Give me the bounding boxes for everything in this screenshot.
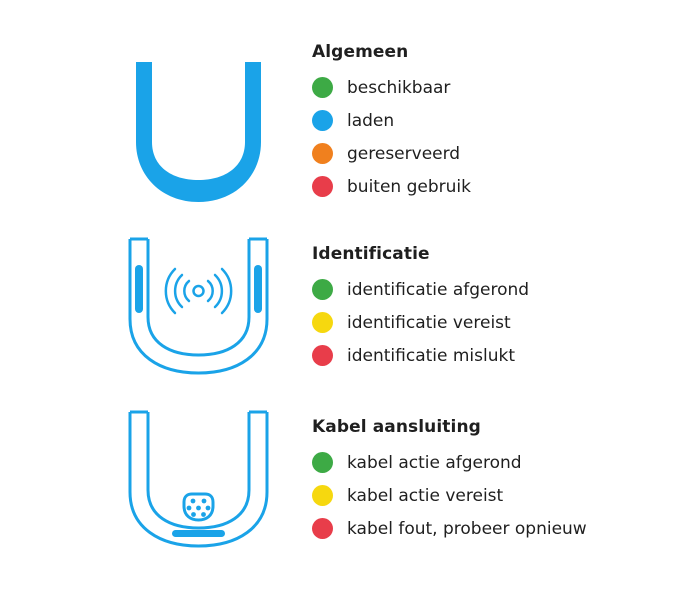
status-dot-red [312, 345, 333, 366]
legend-item-identification-complete: identificatie afgerond [312, 273, 672, 306]
u-outline-inner [146, 239, 251, 357]
status-dot-blue [312, 110, 333, 131]
legend-item-cable-complete: kabel actie afgerond [312, 446, 672, 479]
right-light-bar [254, 265, 262, 313]
legend-label: kabel actie vereist [347, 485, 504, 506]
solid-u-icon-graphic [136, 62, 261, 202]
legend-section-cable: Kabel aansluiting kabel actie afgerond k… [312, 416, 672, 545]
cable-light-bar [172, 530, 225, 537]
legend-label: laden [347, 110, 395, 131]
legend-item-charging: laden [312, 104, 672, 137]
legend-item-identification-required: identificatie vereist [312, 306, 672, 339]
u-outline-inner [146, 412, 251, 530]
status-dot-yellow [312, 485, 333, 506]
legend-item-identification-failed: identificatie mislukt [312, 339, 672, 372]
section-title-cable: Kabel aansluiting [312, 417, 481, 437]
status-dot-red [312, 518, 333, 539]
status-dot-red [312, 176, 333, 197]
legend-label: identificatie vereist [347, 312, 511, 333]
section-title-general: Algemeen [312, 42, 409, 62]
legend-item-reserved: gereserveerd [312, 137, 672, 170]
plug-u-icon [126, 410, 271, 550]
legend-item-cable-error: kabel fout, probeer opnieuw [312, 512, 672, 545]
status-dot-orange [312, 143, 333, 164]
legend-label: identificatie mislukt [347, 345, 516, 366]
legend-list-general: beschikbaar laden gereserveerd buiten ge… [312, 71, 672, 203]
legend-label: kabel fout, probeer opnieuw [347, 518, 587, 539]
rfid-u-icon-graphic [128, 237, 269, 375]
status-dot-yellow [312, 312, 333, 333]
legend-section-general: Algemeen beschikbaar laden gereserveerd … [312, 41, 672, 203]
legend-item-out-of-order: buiten gebruik [312, 170, 672, 203]
status-dot-green [312, 77, 333, 98]
left-light-bar [135, 265, 143, 313]
plug-socket-icon [182, 492, 215, 522]
legend-section-identification: Identificatie identificatie afgerond ide… [312, 243, 672, 372]
legend-label: beschikbaar [347, 77, 451, 98]
status-dot-green [312, 452, 333, 473]
u-outline-outer [128, 412, 269, 548]
legend-label: kabel actie afgerond [347, 452, 522, 473]
section-title-identification: Identificatie [312, 244, 430, 264]
legend-list-identification: identificatie afgerond identificatie ver… [312, 273, 672, 372]
legend-label: identificatie afgerond [347, 279, 530, 300]
plug-u-icon-graphic [128, 410, 269, 548]
legend-list-cable: kabel actie afgerond kabel actie vereist… [312, 446, 672, 545]
rfid-signal-icon [164, 267, 233, 315]
status-dot-green [312, 279, 333, 300]
legend-item-cable-required: kabel actie vereist [312, 479, 672, 512]
u-outline-outer [128, 239, 269, 375]
legend-label: gereserveerd [347, 143, 461, 164]
rfid-u-icon [126, 237, 271, 377]
u-shape-solid [136, 62, 261, 202]
solid-u-icon [126, 62, 271, 204]
legend-item-available: beschikbaar [312, 71, 672, 104]
legend-label: buiten gebruik [347, 176, 471, 197]
